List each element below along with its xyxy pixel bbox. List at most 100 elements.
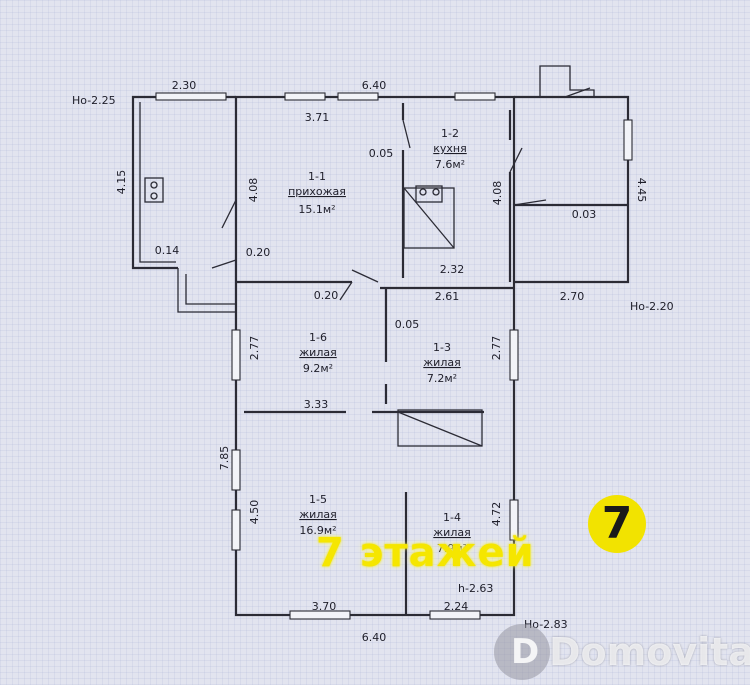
room-id: 1-2 xyxy=(441,127,459,140)
dim-label: 2.77 xyxy=(490,336,503,361)
annex-walls xyxy=(514,95,630,284)
dim-label: 4.08 xyxy=(491,181,504,206)
dim-label: 3.71 xyxy=(305,111,330,124)
dim-label: 0.03 xyxy=(572,208,597,221)
dim-label: 2.61 xyxy=(435,290,460,303)
dim-label: 4.15 xyxy=(115,170,128,195)
stove-body xyxy=(403,187,455,249)
room-1-4: 1-4 жилая 7.9м² xyxy=(433,511,470,555)
watermark-text: Domovita xyxy=(549,630,750,674)
domovita-logo-icon: D xyxy=(494,624,550,680)
room-id: 1-5 xyxy=(309,493,327,506)
door-hall-room16 xyxy=(339,281,353,301)
windows xyxy=(155,92,633,620)
dim-label: 2.70 xyxy=(560,290,585,303)
door-porch xyxy=(211,259,237,269)
door-hall-kitchen xyxy=(351,269,379,283)
door-annex-entry xyxy=(564,87,591,98)
room-1-5: 1-5 жилая 16.9м² xyxy=(299,493,336,537)
window-room15-left-b xyxy=(231,509,241,551)
room-name: жилая xyxy=(423,356,460,369)
window-hall-top xyxy=(284,92,326,101)
dim-label: 2.24 xyxy=(444,600,469,613)
window-room15-left-a xyxy=(231,449,241,491)
door-veranda xyxy=(221,199,237,229)
burner-icon xyxy=(150,181,158,189)
room-name: жилая xyxy=(433,526,470,539)
room-name: жилая xyxy=(299,508,336,521)
veranda-stove-body xyxy=(144,177,164,203)
dimensions: 2.30 6.40 3.71 0.05 4.08 4.08 4.15 4.45 … xyxy=(115,79,648,644)
room-1-3: 1-3 жилая 7.2м² xyxy=(423,341,460,385)
dim-label: 4.50 xyxy=(248,500,261,525)
logo-letter: D xyxy=(511,632,540,672)
domovita-watermark: D Domovita xyxy=(494,624,750,682)
burner-icon xyxy=(150,192,158,200)
burner-icon xyxy=(432,188,440,196)
window-room13-right xyxy=(509,329,519,381)
room-name: прихожая xyxy=(288,185,346,198)
door-kitchen xyxy=(402,119,411,149)
room-name: жилая xyxy=(299,346,336,359)
room-1-6: 1-6 жилая 9.2м² xyxy=(299,331,336,375)
porch-wall xyxy=(177,268,236,313)
room-id: 1-4 xyxy=(443,511,461,524)
window-room14-bottom xyxy=(429,610,481,620)
room-area: 15.1м² xyxy=(298,203,335,216)
door-annex-b xyxy=(513,199,547,206)
dim-label: 0.05 xyxy=(395,318,420,331)
annex-porch xyxy=(539,65,595,97)
window-top-mid xyxy=(337,92,379,101)
room-id: 1-6 xyxy=(309,331,327,344)
room-id: 1-3 xyxy=(433,341,451,354)
dim-label: 0.20 xyxy=(314,289,339,302)
dim-label: 0.20 xyxy=(246,246,271,259)
porch-inner-wall xyxy=(185,274,236,305)
stove2-diagonal xyxy=(397,411,483,447)
window-room16-left xyxy=(231,329,241,381)
window-kitchen-top xyxy=(454,92,496,101)
stove-diagonal xyxy=(403,187,455,249)
dim-label: 4.45 xyxy=(635,178,648,203)
dim-label: 6.40 xyxy=(362,631,387,644)
room-area: 9.2м² xyxy=(303,362,333,375)
room-1-1: 1-1 прихожая 15.1м² xyxy=(288,170,346,216)
level-mark: Ho-2.25 xyxy=(72,94,116,107)
level-mark: h-2.63 xyxy=(458,582,493,595)
window-room15-bottom xyxy=(289,610,351,620)
dim-label: 2.30 xyxy=(172,79,197,92)
dim-label: 2.77 xyxy=(248,336,261,361)
level-mark: Ho-2.20 xyxy=(630,300,674,313)
room-1-2: 1-2 кухня 7.6м² xyxy=(433,127,466,171)
dim-label: 3.33 xyxy=(304,398,329,411)
room-area: 7.6м² xyxy=(435,158,465,171)
window-annex-right xyxy=(623,119,633,161)
badge-number: 7 xyxy=(601,498,633,549)
interior-walls xyxy=(236,103,628,615)
veranda-inner-wall xyxy=(139,102,176,263)
veranda-walls xyxy=(131,95,236,270)
dim-label: 2.32 xyxy=(440,263,465,276)
room-id: 1-1 xyxy=(308,170,326,183)
room-area: 16.9м² xyxy=(299,524,336,537)
stove-top xyxy=(415,185,443,203)
dim-label: 7.85 xyxy=(218,446,231,471)
stove xyxy=(403,185,455,249)
window-room14-right xyxy=(509,499,519,541)
brand-badge: 7 xyxy=(588,495,646,553)
dim-label: 4.72 xyxy=(490,502,503,527)
dim-label: 3.70 xyxy=(312,600,337,613)
stove-2 xyxy=(397,409,483,447)
room-area: 7.9м² xyxy=(437,542,467,555)
floors-promo-text: 7 этажей xyxy=(316,530,535,576)
dim-label: 6.40 xyxy=(362,79,387,92)
room-name: кухня xyxy=(433,142,466,155)
door-annex xyxy=(509,147,523,173)
doors xyxy=(211,87,591,301)
dim-label: 0.14 xyxy=(155,244,180,257)
stove2-body xyxy=(397,409,483,447)
dim-label: 0.05 xyxy=(369,147,394,160)
window-veranda-top xyxy=(155,92,227,101)
